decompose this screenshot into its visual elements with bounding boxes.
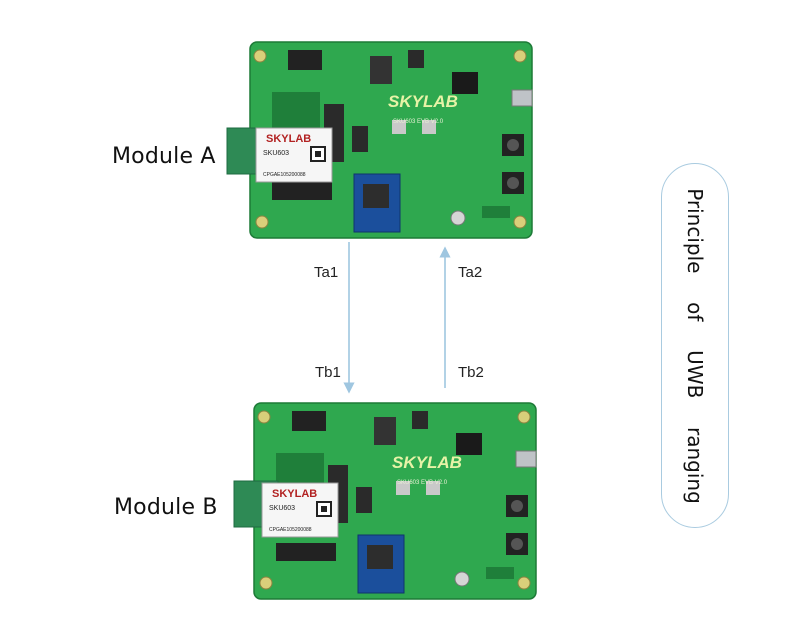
tb1-label: Tb1 — [315, 364, 341, 381]
module-b-label: Module B — [114, 495, 218, 520]
module-b-brand: SKYLAB — [272, 488, 317, 500]
module-b-sku: SKU603 — [269, 505, 295, 512]
module-a-label: Module A — [112, 144, 216, 169]
module-b-id: CPGAE105200088 — [269, 527, 312, 533]
board-a-brand: SKYLAB — [388, 92, 458, 111]
ta1-label: Ta1 — [314, 264, 339, 281]
module-a-id: CPGAE105200088 — [263, 172, 306, 178]
title-pill: Principle of UWB ranging — [661, 163, 729, 528]
module-a-sku: SKU603 — [263, 150, 289, 157]
diagram-title: Principle of UWB ranging — [683, 187, 707, 504]
board-b-version: SKU603 EVB V2.0 — [397, 480, 448, 486]
module-a-brand: SKYLAB — [266, 133, 311, 145]
tb2-label: Tb2 — [458, 364, 484, 381]
board-a-version: SKU603 EVB V2.0 — [393, 119, 444, 125]
board-b-brand: SKYLAB — [392, 453, 462, 472]
ta2-label: Ta2 — [458, 264, 483, 281]
